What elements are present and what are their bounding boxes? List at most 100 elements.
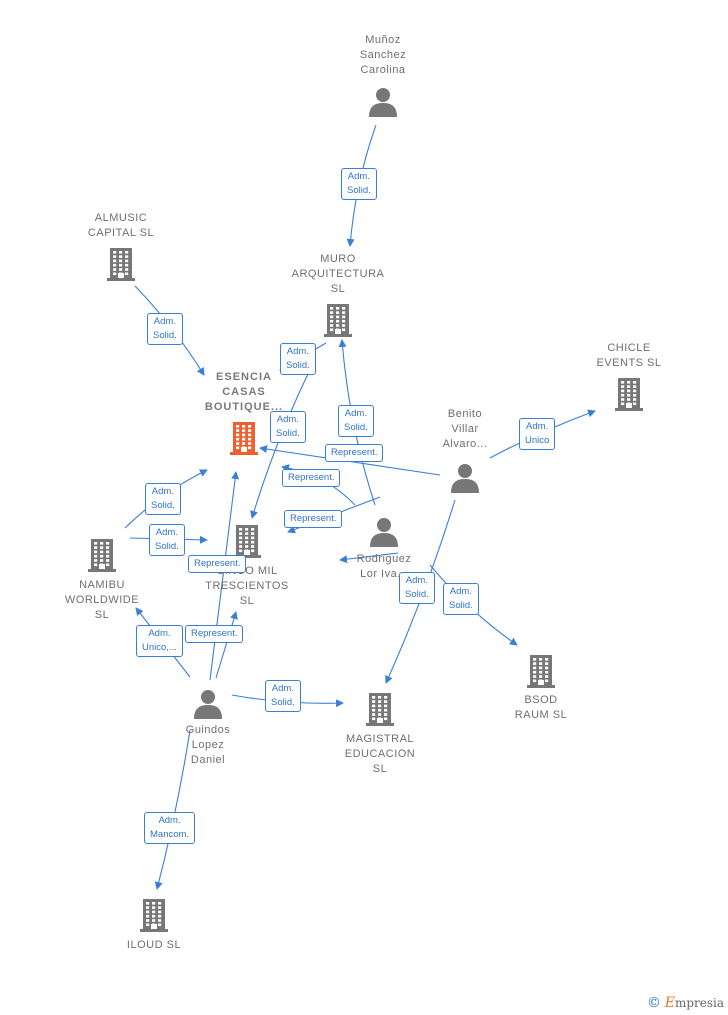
edge-role-label[interactable]: Adm.Solid. xyxy=(270,411,306,443)
node-label-namibu[interactable]: NAMIBU WORLDWIDE SL xyxy=(65,578,139,623)
edge-line xyxy=(215,611,238,679)
edge-role-label[interactable]: Adm.Solid. xyxy=(399,572,435,604)
node-label-almusic[interactable]: ALMUSIC CAPITAL SL xyxy=(88,211,154,241)
node-label-line: Alvaro... xyxy=(442,438,488,450)
node-label-line: ILOUD SL xyxy=(126,939,182,951)
edge-role-line: Represent. xyxy=(331,447,378,458)
edge-role-line: Unico xyxy=(525,435,550,446)
edge-role-line: Represent. xyxy=(191,628,238,639)
edge-role-label[interactable]: Adm. Solid. xyxy=(145,483,181,515)
building-icon[interactable] xyxy=(107,247,135,286)
person-icon[interactable] xyxy=(193,689,223,724)
edge-role-line: Adm. xyxy=(347,171,370,182)
edge-role-label[interactable]: Adm. Unico xyxy=(519,418,556,450)
node-label-line: SL xyxy=(94,609,110,621)
edge-role-line: Represent. xyxy=(288,472,335,483)
edge-line xyxy=(250,373,309,519)
node-label-line: ALMUSIC xyxy=(94,212,148,224)
edge-role-line: Adm. xyxy=(449,586,472,597)
edge-role-line: Adm. xyxy=(153,316,176,327)
edge-role-label[interactable]: Adm.Unico,... xyxy=(136,625,183,657)
node-label-line: CHICLE xyxy=(607,342,651,354)
edge-role-line: Represent. xyxy=(290,513,337,524)
node-label-bsod[interactable]: BSOD RAUM SL xyxy=(515,693,567,723)
node-label-line: BSOD xyxy=(524,694,558,706)
edge-role-line: Unico,... xyxy=(142,642,177,653)
node-label-chicle[interactable]: CHICLE EVENTS SL xyxy=(596,341,661,371)
edge-role-label[interactable]: Adm.Solid. xyxy=(443,583,479,615)
node-label-line: WORLDWIDE xyxy=(64,594,140,606)
edge-role-label[interactable]: Represent. xyxy=(185,625,244,643)
node-label-line: EVENTS SL xyxy=(596,357,662,369)
building-icon[interactable] xyxy=(88,538,116,577)
brand-name: mpresia xyxy=(674,996,724,1010)
edge-role-label[interactable]: Adm. Solid. xyxy=(147,313,183,345)
node-label-line: SL xyxy=(330,283,346,295)
node-label-line: Guindos xyxy=(185,724,231,736)
node-label-line: Benito xyxy=(447,408,483,420)
node-label-line: Carolina xyxy=(360,64,406,76)
edge-role-line: Adm. xyxy=(271,683,294,694)
edge-role-line: Adm. xyxy=(526,421,549,432)
edge-role-label[interactable]: Represent. xyxy=(284,510,343,528)
edge-role-line: Adm. xyxy=(405,575,428,586)
copyright-icon: © xyxy=(646,995,661,1011)
node-label-line: SL xyxy=(239,595,255,607)
edge-role-label[interactable]: Adm.Solid. xyxy=(341,168,377,200)
building-icon[interactable] xyxy=(140,898,168,937)
person-icon[interactable] xyxy=(369,517,399,552)
edge-role-label[interactable]: Adm.Mancom. xyxy=(144,812,196,844)
node-label-iloud[interactable]: ILOUD SL xyxy=(127,938,181,953)
node-label-line: RAUM SL xyxy=(514,709,568,721)
node-label-line: MAGISTRAL xyxy=(345,733,415,745)
person-icon[interactable] xyxy=(368,87,398,122)
edge-role-line: Solid. xyxy=(151,500,175,511)
edge-role-label[interactable]: Adm.Solid. xyxy=(265,680,301,712)
edge-role-label[interactable]: Adm.Solid. xyxy=(338,405,374,437)
node-label-line: CASAS xyxy=(222,386,266,398)
node-label-line: Rodriguez xyxy=(356,553,412,565)
building-icon[interactable] xyxy=(230,421,258,460)
edge-role-line: Adm. xyxy=(155,527,178,538)
edge-role-line: Adm. xyxy=(158,815,181,826)
person-icon[interactable] xyxy=(450,463,480,498)
building-icon[interactable] xyxy=(527,654,555,693)
edge-line xyxy=(339,552,399,564)
node-label-line: Daniel xyxy=(190,754,226,766)
edge-role-line: Adm. xyxy=(151,486,174,497)
node-label-muro[interactable]: MURO ARQUITECTURA SL xyxy=(292,252,385,297)
empresia-watermark: © Empresia xyxy=(647,995,724,1011)
building-icon[interactable] xyxy=(366,692,394,731)
node-label-line: ESENCIA xyxy=(216,371,272,383)
edge-role-line: Solid. xyxy=(344,422,368,433)
building-icon[interactable] xyxy=(324,303,352,342)
brand-initial: E xyxy=(664,995,675,1011)
edge-role-label[interactable]: Represent. xyxy=(325,444,384,462)
edge-role-label[interactable]: Adm. Solid. xyxy=(149,524,185,556)
node-label-line: SL xyxy=(372,763,388,775)
building-icon[interactable] xyxy=(615,377,643,416)
building-icon[interactable] xyxy=(233,524,261,563)
node-label-line: TRESCIENTOS xyxy=(205,580,289,592)
node-label-line: Muñoz xyxy=(365,34,401,46)
edge-role-label[interactable]: Represent. xyxy=(188,555,247,573)
edge-role-line: Solid. xyxy=(155,541,179,552)
node-label-line: MURO xyxy=(320,253,356,265)
edge-line xyxy=(154,729,191,890)
node-label-line: ARQUITECTURA xyxy=(291,268,385,280)
edge-role-label[interactable]: Represent. xyxy=(282,469,341,487)
node-label-line: NAMIBU xyxy=(79,579,125,591)
edge-role-line: Solid. xyxy=(153,330,177,341)
node-label-line: CAPITAL SL xyxy=(87,227,155,239)
edge-role-label[interactable]: Adm.Solid. xyxy=(280,343,316,375)
edge-role-line: Adm. xyxy=(276,414,299,425)
